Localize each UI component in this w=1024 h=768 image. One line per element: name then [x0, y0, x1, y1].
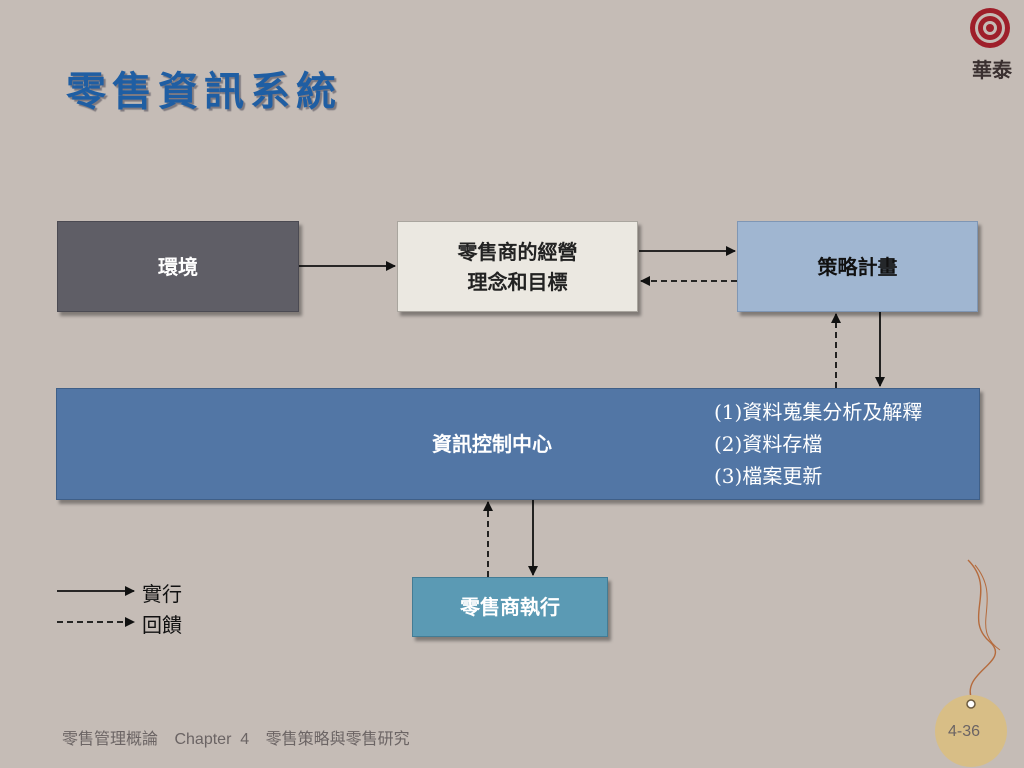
logo-text: 華泰	[972, 58, 1012, 82]
info-center-item: (1)資料蒐集分析及解釋	[714, 400, 923, 424]
footer-chapter-title: 零售策略與零售研究	[265, 731, 410, 748]
philosophy-goals-box: 零售商的經營 理念和目標	[397, 221, 638, 312]
info-center-function-list: (1)資料蒐集分析及解釋 (2)資料存檔 (3)檔案更新	[714, 396, 922, 492]
info-center-item: (3)檔案更新	[714, 464, 823, 488]
page-number: 4-36	[948, 723, 981, 740]
publisher-logo: 華泰	[960, 6, 1018, 82]
info-center-item: (2)資料存檔	[714, 432, 823, 456]
footer-course: 零售管理概論	[62, 731, 159, 748]
legend-solid-label: 實行	[142, 582, 182, 606]
slide-title: 零售資訊系統	[66, 68, 342, 115]
info-control-center-box	[56, 388, 980, 500]
legend-dashed-label: 回饋	[142, 613, 182, 637]
slide-footer: 零售管理概論 Chapter 4 零售策略與零售研究	[62, 725, 422, 749]
strategic-plan-box: 策略計畫	[737, 221, 978, 312]
philosophy-line-2: 理念和目標	[467, 269, 568, 294]
environment-label: 環境	[158, 254, 198, 279]
retailer-execution-box: 零售商執行	[412, 577, 608, 637]
info-control-center-label: 資訊控制中心	[432, 432, 552, 456]
tag-decoration-icon	[935, 559, 1007, 767]
strategic-plan-label: 策略計畫	[817, 254, 898, 279]
retailer-execution-label: 零售商執行	[460, 595, 560, 619]
philosophy-line-1: 零售商的經營	[457, 239, 578, 264]
environment-box: 環境	[57, 221, 299, 312]
spiral-logo-icon	[970, 8, 1010, 48]
footer-chapter: Chapter 4	[174, 731, 250, 748]
